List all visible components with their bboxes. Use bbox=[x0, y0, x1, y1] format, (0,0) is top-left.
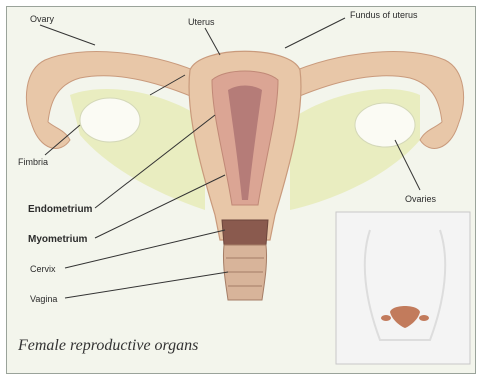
ovary-left bbox=[80, 98, 140, 142]
label-ovary-top: Ovary bbox=[30, 14, 55, 24]
leader-cervix bbox=[65, 230, 225, 268]
inset-ovary-left bbox=[381, 315, 391, 321]
cervix bbox=[222, 220, 268, 245]
label-ovaries-right: Ovaries bbox=[405, 194, 437, 204]
fimbria-left bbox=[32, 122, 70, 148]
inset-ovary-right bbox=[419, 315, 429, 321]
label-endometrium: Endometrium bbox=[28, 204, 93, 215]
leader-fundus bbox=[285, 18, 345, 48]
label-cervix: Cervix bbox=[30, 264, 56, 274]
label-myometrium: Myometrium bbox=[28, 234, 88, 245]
figure-caption: Female reproductive organs bbox=[17, 337, 198, 354]
leader-uterus-top bbox=[205, 28, 220, 55]
label-uterus-top: Uterus bbox=[188, 17, 215, 27]
label-vagina: Vagina bbox=[30, 294, 57, 304]
ovary-right bbox=[355, 103, 415, 147]
leader-ovary-top bbox=[40, 25, 95, 45]
label-fundus: Fundus of uterus bbox=[350, 10, 418, 20]
inset-box bbox=[336, 212, 470, 364]
leader-vagina bbox=[65, 272, 228, 298]
fimbria-right bbox=[420, 122, 458, 148]
label-fimbria: Fimbria bbox=[18, 157, 48, 167]
